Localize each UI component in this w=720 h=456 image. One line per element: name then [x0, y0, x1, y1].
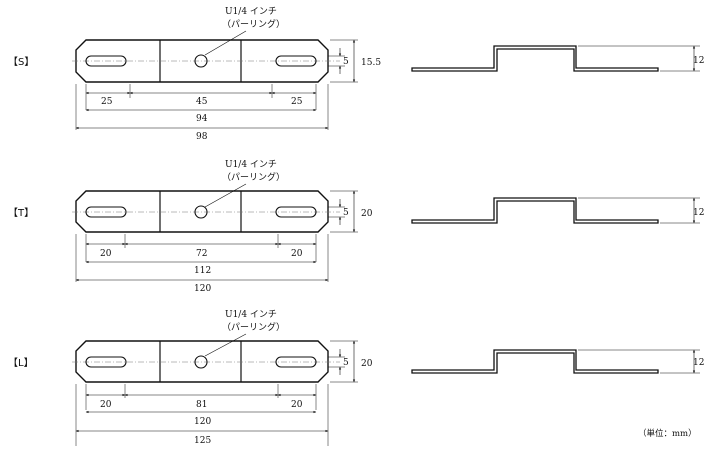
bearing-note-line1: U1/4 インチ [225, 159, 277, 170]
dim-slot-width: 5 [343, 208, 349, 218]
side-profile [411, 197, 659, 224]
bracket-plate [75, 340, 329, 383]
variant-label: 【T】 [8, 207, 34, 219]
dim-pitch: 94 [196, 114, 208, 124]
note-leader [204, 183, 247, 208]
bearing-note-line1: U1/4 インチ [225, 309, 277, 320]
side-profile [411, 349, 659, 374]
unit-note: （単位：mm） [638, 428, 697, 439]
note-leader [204, 30, 247, 56]
center-hole [194, 205, 208, 219]
variant-l: 【L】 U1/4 インチ （パーリング） 5 20 20 81 20 120 [8, 309, 704, 446]
mounting-slot-right [275, 55, 317, 67]
dim-seg-left: 20 [100, 400, 112, 410]
variant-t: 【T】 U1/4 インチ （パーリング） 5 20 20 72 20 112 [8, 159, 704, 294]
dim-pitch: 120 [194, 417, 211, 427]
dim-seg-left: 20 [100, 249, 112, 259]
dim-height: 15.5 [361, 58, 381, 68]
variant-label: 【S】 [8, 56, 34, 68]
variant-s: 【S】 U1/4 インチ （パーリング） 5 15.5 [8, 6, 704, 142]
dim-seg-mid: 45 [196, 97, 208, 107]
dim-slot-width: 5 [343, 57, 349, 67]
dim-profile-height: 12 [693, 208, 704, 218]
center-hole [194, 54, 208, 68]
mounting-slot-right [275, 206, 317, 218]
dim-seg-right: 20 [291, 400, 303, 410]
variant-label: 【L】 [8, 357, 34, 369]
dim-height: 20 [361, 359, 373, 369]
bearing-note-line2: （パーリング） [222, 18, 285, 30]
dim-seg-right: 25 [291, 97, 303, 107]
dim-pitch: 112 [194, 266, 211, 276]
dim-seg-right: 20 [291, 249, 303, 259]
dim-seg-mid: 81 [196, 400, 207, 410]
side-profile [411, 45, 659, 72]
note-leader [204, 333, 247, 357]
dim-seg-mid: 72 [196, 249, 207, 259]
dim-overall: 120 [194, 284, 211, 294]
dim-height: 20 [361, 209, 373, 219]
dim-profile-height: 12 [693, 56, 704, 66]
dim-seg-left: 25 [101, 97, 113, 107]
center-hole [194, 355, 208, 369]
bearing-note-line1: U1/4 インチ [225, 6, 277, 17]
dim-overall: 98 [196, 132, 208, 142]
mounting-slot-left [85, 55, 127, 67]
dim-profile-height: 12 [693, 358, 704, 368]
bracket-plate [75, 190, 329, 233]
bracket-plate [75, 39, 329, 83]
dim-overall: 125 [194, 436, 211, 446]
mounting-slot-left [85, 206, 127, 218]
mounting-slot-left [85, 356, 127, 368]
bearing-note-line2: （パーリング） [222, 171, 285, 183]
dim-slot-width: 5 [343, 358, 349, 368]
mounting-slot-right [275, 356, 317, 368]
bearing-note-line2: （パーリング） [222, 321, 285, 333]
